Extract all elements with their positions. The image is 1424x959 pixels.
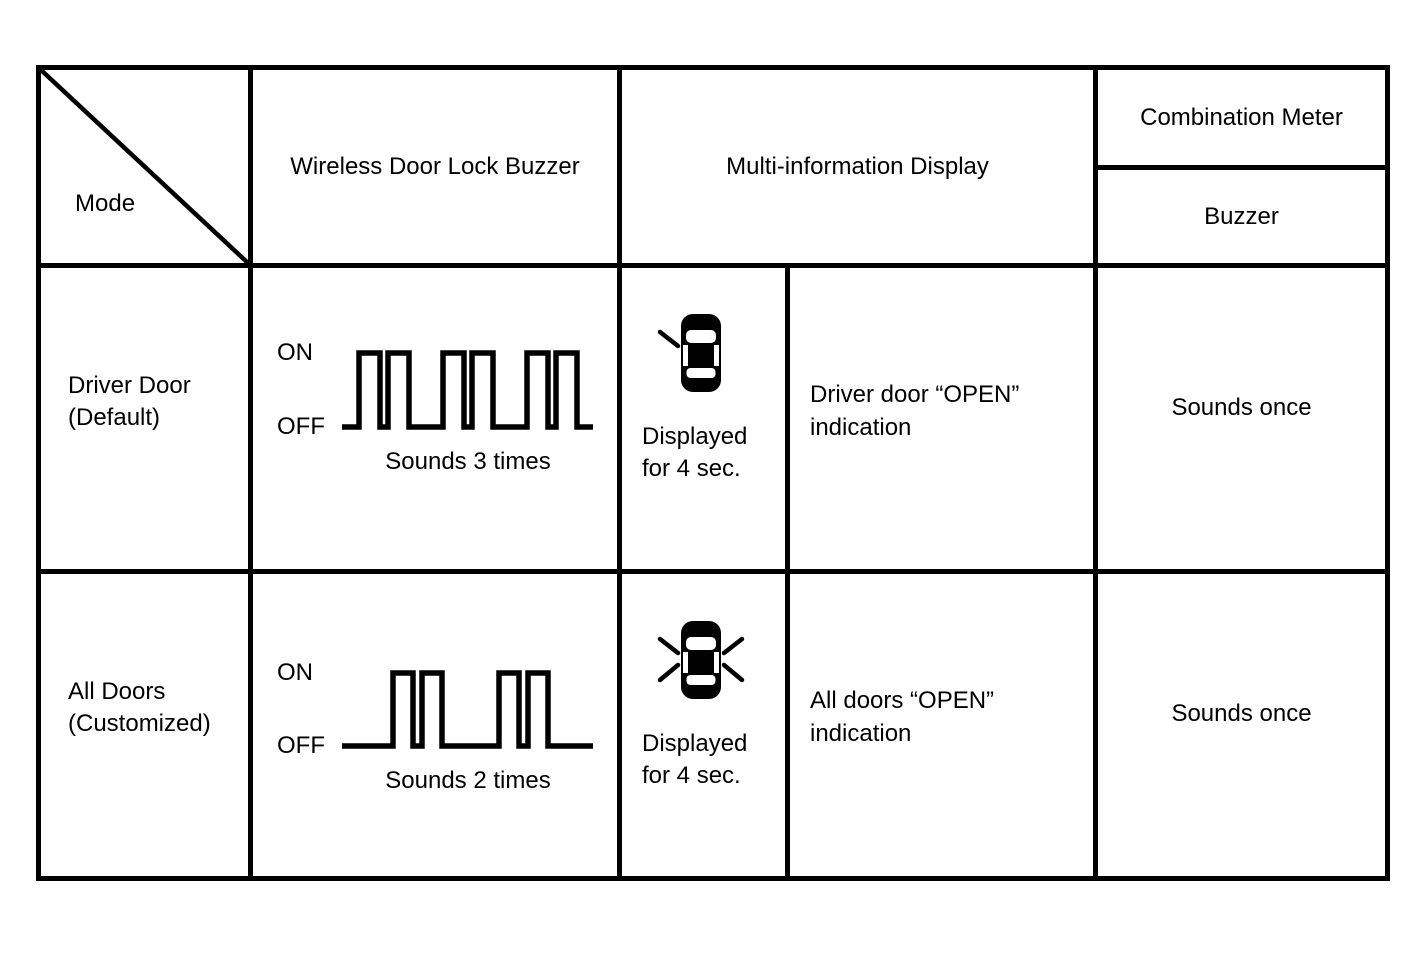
door-lock-buzzer-mode-table: Mode Wireless Door Lock Buzzer Multi-inf… bbox=[36, 65, 1390, 881]
mode-cell-driver-door: Driver Door (Default) bbox=[41, 268, 253, 574]
waveform-caption: Sounds 3 times bbox=[385, 448, 551, 475]
mode-label: Driver Door (Default) bbox=[68, 371, 191, 431]
mode-cell-all-doors: All Doors (Customized) bbox=[41, 574, 253, 881]
display-duration-caption: Displayed for 4 sec. bbox=[642, 423, 748, 482]
column-header-label: Buzzer bbox=[1204, 202, 1279, 230]
display-duration-caption: Displayed for 4 sec. bbox=[642, 730, 748, 789]
column-header-wireless-door-lock-buzzer: Wireless Door Lock Buzzer bbox=[253, 70, 622, 268]
column-header-label: Wireless Door Lock Buzzer bbox=[290, 152, 580, 180]
car-top-view-all-doors-open-icon bbox=[657, 621, 745, 699]
buzzer-waveform-diagram bbox=[342, 670, 593, 749]
waveform-on-label: ON bbox=[277, 339, 313, 366]
multi-info-display-cell: Displayed for 4 sec. bbox=[622, 268, 790, 574]
buzzer-waveform-cell: ON OFF Sounds 2 times bbox=[253, 574, 622, 881]
combination-meter-buzzer-cell: Sounds once bbox=[1098, 574, 1390, 881]
indication-cell: Driver door “OPEN” indication bbox=[790, 268, 1098, 574]
multi-info-display-cell: Displayed for 4 sec. bbox=[622, 574, 790, 881]
column-header-combination-meter: Combination Meter bbox=[1098, 70, 1390, 170]
mode-header-cell: Mode bbox=[39, 68, 253, 268]
waveform-on-label: ON bbox=[277, 659, 313, 686]
combination-meter-buzzer-cell: Sounds once bbox=[1098, 268, 1390, 574]
buzzer-waveform-cell: ON OFF Sounds 3 times bbox=[253, 268, 622, 574]
waveform-off-label: OFF bbox=[277, 732, 325, 759]
mode-label: All Doors (Customized) bbox=[68, 678, 211, 737]
meter-buzzer-result: Sounds once bbox=[1171, 700, 1312, 727]
mode-header-label: Mode bbox=[75, 190, 136, 217]
column-header-label: Combination Meter bbox=[1140, 103, 1343, 131]
column-header-label: Multi-information Display bbox=[726, 152, 989, 180]
car-top-view-driver-door-open-icon bbox=[657, 314, 721, 392]
meter-buzzer-result: Sounds once bbox=[1171, 393, 1312, 421]
diagonal-divider bbox=[39, 68, 250, 265]
column-header-buzzer: Buzzer bbox=[1098, 170, 1390, 268]
indication-cell: All doors “OPEN” indication bbox=[790, 574, 1098, 881]
indication-text: All doors “OPEN” indication bbox=[810, 687, 995, 747]
buzzer-waveform-diagram bbox=[342, 350, 593, 430]
waveform-caption: Sounds 2 times bbox=[385, 767, 551, 794]
indication-text: Driver door “OPEN” indication bbox=[810, 380, 1020, 441]
waveform-off-label: OFF bbox=[277, 413, 325, 440]
column-header-multi-information-display: Multi-information Display bbox=[622, 70, 1098, 268]
